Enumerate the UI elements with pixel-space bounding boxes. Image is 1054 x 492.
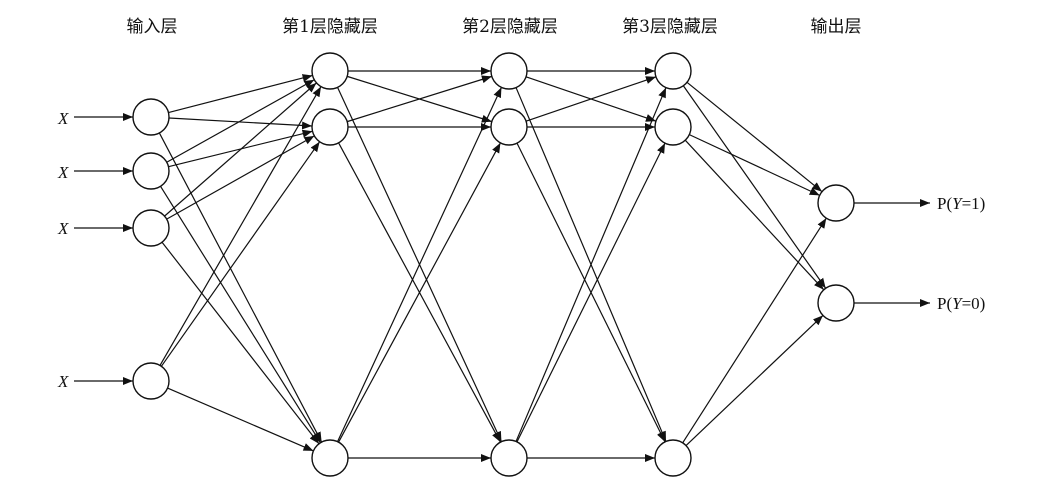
edge-hidden-2-3-to-hidden-3-1 [515, 87, 667, 442]
input-label-1: X [57, 109, 69, 128]
node-output-2 [817, 284, 855, 322]
node-hidden-1-2 [311, 108, 349, 146]
layer-title-hidden-2: 第2层隐藏层 [462, 17, 558, 37]
network-nodes [132, 52, 855, 477]
output-label-2: P(Y=0) [937, 294, 985, 313]
edge-input-4-to-hidden-1-3 [167, 387, 314, 452]
node-hidden-3-1 [654, 52, 692, 90]
node-input-2 [132, 152, 170, 190]
layer-title-hidden-1: 第1层隐藏层 [282, 17, 378, 37]
node-hidden-1-3 [311, 439, 349, 477]
edge-hidden-3-1-to-output-1 [686, 81, 823, 193]
output-label-2-prefix: P( [937, 294, 952, 313]
layer-title-output: 输出层 [811, 17, 862, 37]
edge-input-1-to-hidden-1-2 [168, 117, 313, 130]
input-label-4: X [57, 372, 69, 391]
edge-hidden-1-2-to-hidden-2-1 [346, 75, 493, 123]
output-label-1: P(Y=1) [937, 194, 985, 213]
edge-hidden-1-3-to-hidden-2-2 [338, 142, 501, 443]
edge-hidden-2-2-to-hidden-3-1 [525, 76, 657, 122]
edge-input-3-to-hidden-1-1 [164, 82, 317, 217]
edge-hidden-3-1-to-output-2 [682, 85, 827, 289]
edge-hidden-3-3-to-output-2 [685, 314, 824, 447]
output-label-2-var: Y [952, 294, 963, 313]
input-label-2: X [57, 163, 69, 182]
node-input-3 [132, 209, 170, 247]
edge-input-3-to-hidden-1-2 [166, 135, 315, 220]
edge-input-4-to-hidden-1-1 [159, 86, 322, 366]
edge-input-2-to-hidden-1-3 [160, 185, 321, 444]
output-label-1-prefix: P( [937, 194, 952, 213]
edge-input-2-to-hidden-1-1 [166, 79, 315, 163]
edge-hidden-1-3-to-hidden-2-1 [337, 87, 502, 442]
layer-title-hidden-3: 第3层隐藏层 [622, 17, 718, 37]
edge-input-3-to-hidden-1-3 [161, 241, 320, 445]
edge-hidden-2-3-to-hidden-3-2 [516, 142, 666, 443]
edge-hidden-3-2-to-output-1 [689, 134, 820, 196]
output-label-1-var: Y [952, 194, 963, 213]
io-arrows [74, 113, 930, 385]
layer-title-input: 输入层 [127, 17, 178, 37]
edge-input-1-to-hidden-1-1 [168, 74, 313, 114]
node-input-1 [132, 98, 170, 136]
connection-edges [158, 67, 827, 462]
output-label-2-suffix: =0) [962, 294, 986, 313]
node-hidden-3-3 [654, 439, 692, 477]
edge-hidden-3-3-to-output-1 [682, 217, 827, 444]
node-hidden-2-1 [490, 52, 528, 90]
node-hidden-2-2 [490, 108, 528, 146]
output-label-1-suffix: =1) [962, 194, 986, 213]
node-hidden-1-1 [311, 52, 349, 90]
node-output-1 [817, 184, 855, 222]
edge-input-1-to-hidden-1-3 [158, 132, 323, 443]
node-input-4 [132, 362, 170, 400]
edge-input-4-to-hidden-1-2 [160, 141, 321, 367]
input-label-3: X [57, 219, 69, 238]
edge-hidden-3-2-to-output-2 [684, 139, 825, 291]
node-hidden-3-2 [654, 108, 692, 146]
node-hidden-2-3 [490, 439, 528, 477]
